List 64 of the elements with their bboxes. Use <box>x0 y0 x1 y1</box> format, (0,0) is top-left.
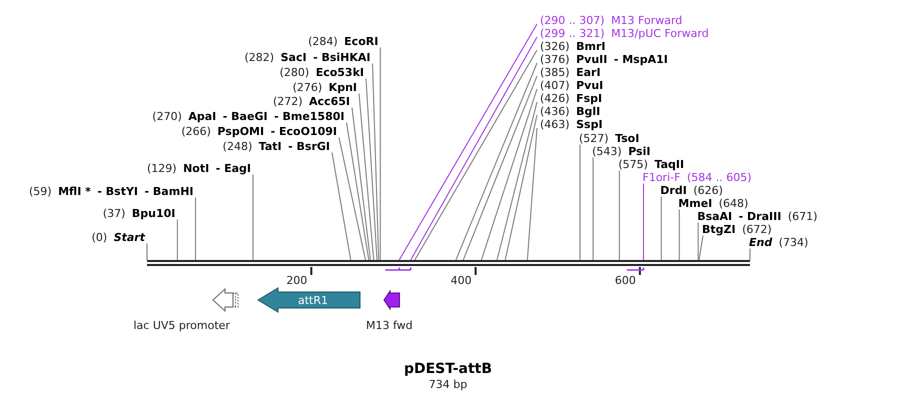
restriction-site-label: (37) Bpu10I <box>102 206 176 220</box>
leader-line <box>346 122 370 260</box>
restriction-site-label: (272) Acc65I <box>272 94 350 108</box>
restriction-site-label: (543) PsiI <box>592 144 650 158</box>
primer-label: (290 .. 307) M13 Forward <box>540 14 682 26</box>
feature-label: M13 fwd <box>366 318 413 332</box>
leader-line <box>698 235 704 260</box>
restriction-site-label: (280) Eco53kI <box>280 66 364 78</box>
restriction-site-label: (266) PspOMI - EcoO109I <box>181 124 337 138</box>
restriction-site-label: (284) EcoRI <box>308 34 378 48</box>
sequence-length-label: 734 bp <box>428 378 468 390</box>
restriction-site-label: (385) EarI <box>540 66 601 78</box>
leader-line <box>698 222 699 260</box>
dna-sequence-bar <box>147 260 750 266</box>
primer-label: (299 .. 321) M13/pUC Forward <box>540 26 709 40</box>
leader-line <box>678 209 680 260</box>
leader-line <box>643 183 644 260</box>
sequence-end-label: (0) Start <box>92 230 145 244</box>
restriction-site-label: (248) TatI - BsrGI <box>222 140 330 152</box>
leader-line <box>504 114 538 260</box>
feature-label: attR1 <box>298 294 328 306</box>
leader-line <box>252 174 254 260</box>
leader-line <box>332 152 352 260</box>
leader-line <box>146 243 148 260</box>
scale-label: 400 <box>450 274 472 286</box>
scale-label: 200 <box>286 274 308 286</box>
leader-line <box>462 76 538 260</box>
restriction-site-label: (575) TaqII <box>618 158 684 170</box>
map-title: pDEST-attB <box>404 361 492 377</box>
leader-line <box>660 196 662 260</box>
leader-line <box>372 63 380 260</box>
sequence-end-label: End (734) <box>749 236 808 248</box>
leader-line <box>526 128 538 260</box>
leader-line <box>338 137 366 260</box>
leader-line <box>455 62 538 260</box>
restriction-site-label: (527) TsoI <box>579 132 640 144</box>
restriction-site-label: (376) PvuII - MspA1I <box>540 52 668 66</box>
restriction-site-label: (436) BglI <box>540 104 600 118</box>
restriction-site-label: (407) PvuI <box>540 78 604 92</box>
restriction-site-label: (426) FspI <box>540 92 602 104</box>
restriction-site-label: (326) BmrI <box>540 40 606 52</box>
leader-line <box>496 102 538 260</box>
leader-line <box>618 170 620 260</box>
leader-line <box>480 88 538 260</box>
leader-line <box>358 93 374 260</box>
leader-line <box>352 107 371 260</box>
leader-line <box>176 219 178 260</box>
leader-line <box>592 157 594 260</box>
restriction-site-label: MmeI (648) <box>678 196 748 210</box>
restriction-site-label: (276) KpnI <box>292 80 357 94</box>
restriction-site-label: (59) MflI * - BstYI - BamHI <box>29 184 194 198</box>
restriction-site-label: (129) NotI - EagI <box>146 162 251 174</box>
restriction-site-label: DrdI (626) <box>660 184 723 196</box>
scale-label: 600 <box>614 274 636 286</box>
restriction-site-label: (463) SspI <box>540 118 603 130</box>
restriction-site-label: (270) ApaI - BaeGI - Bme1580I <box>152 110 344 122</box>
restriction-site-label: BsaAI - DraIII (671) <box>697 210 818 222</box>
leader-line <box>195 197 196 260</box>
restriction-site-label: (282) SacI - BsiHKAI <box>244 50 370 64</box>
feature-label: lac UV5 promoter <box>134 318 230 332</box>
primer-label: F1ori-F (584 .. 605) <box>642 170 752 184</box>
leader-line <box>380 47 381 260</box>
restriction-site-label: BtgZI (672) <box>702 222 772 236</box>
leader-line <box>366 78 378 260</box>
